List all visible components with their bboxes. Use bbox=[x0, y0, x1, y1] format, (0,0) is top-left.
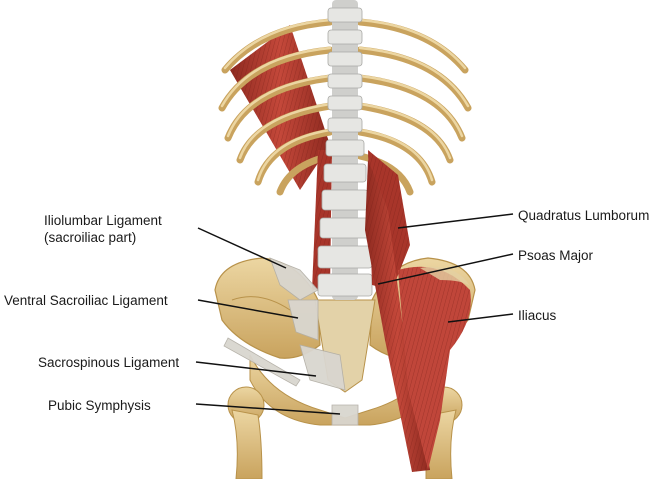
label-iliolumbar-line2: (sacroiliac part) bbox=[44, 230, 137, 245]
iliacus-muscle bbox=[398, 266, 471, 470]
ligaments bbox=[223, 257, 359, 426]
label-iliolumbar-ligament: Iliolumbar Ligament (sacroiliac part) bbox=[44, 212, 162, 246]
leader-line-psoas-major bbox=[377, 253, 514, 285]
leader-line-iliolumbar bbox=[197, 227, 287, 269]
leader-line-iliacus bbox=[447, 313, 514, 323]
label-iliacus: Iliacus bbox=[518, 308, 557, 323]
ribs-right bbox=[356, 18, 472, 196]
label-ventral-sacroiliac-ligament: Ventral Sacroiliac Ligament bbox=[4, 293, 168, 308]
label-quadratus-lumborum: Quadratus Lumborum bbox=[518, 208, 650, 223]
iliolumbar-ligament bbox=[269, 257, 319, 301]
label-sacrospinous-ligament: Sacrospinous Ligament bbox=[38, 355, 180, 370]
ribs-right-highlight bbox=[358, 18, 470, 182]
left-ligament-band bbox=[223, 337, 301, 387]
label-iliolumbar-line1: Iliolumbar Ligament bbox=[44, 213, 162, 228]
ribs-left-highlight bbox=[220, 18, 332, 182]
leader-line-ventral-sacroiliac bbox=[197, 299, 299, 319]
label-psoas-major: Psoas Major bbox=[518, 248, 594, 263]
intercostal-muscle bbox=[230, 25, 330, 190]
spine bbox=[317, 0, 373, 300]
ventral-sacroiliac-ligament bbox=[287, 299, 319, 341]
femur-left bbox=[227, 386, 265, 479]
leader-line-pubic-symphysis bbox=[195, 403, 341, 415]
sacrospinous-ligament bbox=[299, 344, 346, 391]
ribs-left bbox=[218, 18, 334, 196]
leader-line-quadratus-lumborum bbox=[397, 213, 514, 229]
label-pubic-symphysis: Pubic Symphysis bbox=[48, 398, 151, 413]
pubic-symphysis-ligament bbox=[331, 404, 359, 426]
leader-line-sacrospinous bbox=[195, 361, 317, 377]
leader-lines bbox=[195, 213, 514, 415]
